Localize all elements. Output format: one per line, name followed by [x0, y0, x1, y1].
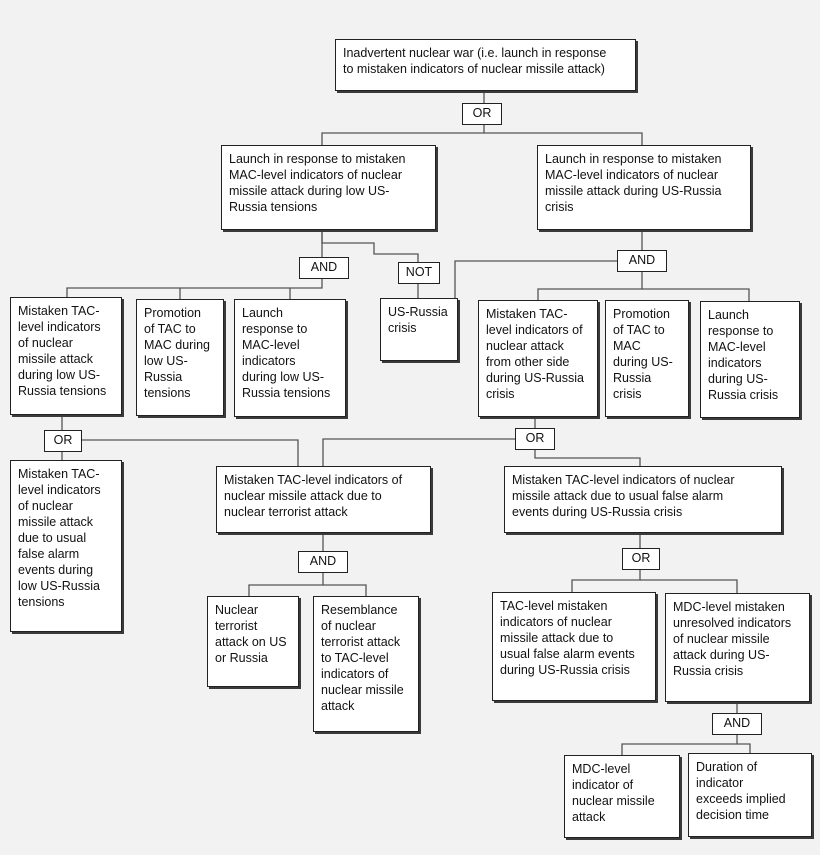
connector-line — [537, 272, 643, 300]
node-mistaken-tac-crisis: Mistaken TAC- level indicators of nuclea… — [478, 300, 598, 417]
connector-line — [322, 438, 515, 466]
gate-and-low-tensions: AND — [299, 257, 349, 279]
node-tac-mistaken-crisis: TAC-level mistaken indicators of nuclear… — [492, 592, 656, 701]
node-mdc-unresolved: MDC-level mistaken unresolved indicators… — [665, 593, 810, 702]
connector-line — [66, 279, 323, 297]
gate-not: NOT — [398, 262, 440, 284]
connector-line — [454, 260, 617, 298]
connector-line — [321, 230, 419, 262]
connector-line — [82, 439, 299, 466]
node-launch-crisis: Launch in response to mistaken MAC-level… — [537, 145, 751, 230]
gate-or-low-tensions: OR — [44, 430, 82, 452]
node-false-alarm-crisis: Mistaken TAC-level indicators of nuclear… — [504, 466, 782, 533]
gate-and-terrorist: AND — [298, 551, 348, 573]
node-duration: Duration of indicator exceeds implied de… — [688, 753, 812, 837]
gate-or-false-alarm: OR — [622, 548, 660, 570]
connector-line — [323, 584, 367, 596]
node-promotion-tac-mac-crisis: Promotion of TAC to MAC during US- Russi… — [605, 300, 689, 417]
node-promotion-tac-mac-low: Promotion of TAC to MAC during low US- R… — [136, 299, 224, 416]
connector-line — [642, 288, 750, 301]
node-nuclear-terrorist-attack: Nuclear terrorist attack on US or Russia — [207, 596, 299, 687]
connector-line — [621, 735, 738, 755]
node-terrorist-attack-indicators: Mistaken TAC-level indicators of nuclear… — [216, 466, 431, 533]
node-inadvertent-nuclear-war: Inadvertent nuclear war (i.e. launch in … — [335, 39, 636, 91]
connector-line — [640, 579, 738, 593]
connector-line — [737, 743, 751, 753]
node-false-alarm-low-tensions: Mistaken TAC- level indicators of nuclea… — [10, 460, 122, 632]
gate-or-crisis: OR — [515, 428, 555, 450]
node-mdc-indicator: MDC-level indicator of nuclear missile a… — [564, 755, 680, 838]
connector-line — [571, 570, 641, 592]
node-launch-response-crisis: Launch response to MAC-level indicators … — [700, 301, 800, 418]
connector-line — [484, 132, 643, 145]
node-launch-response-low: Launch response to MAC-level indicators … — [234, 299, 346, 417]
node-resemblance: Resemblance of nuclear terrorist attack … — [313, 596, 419, 732]
gate-and-mdc: AND — [712, 713, 762, 735]
node-us-russia-crisis: US-Russia crisis — [380, 298, 458, 361]
connector-line — [248, 573, 324, 596]
node-launch-low-tensions: Launch in response to mistaken MAC-level… — [221, 145, 436, 230]
gate-or-top: OR — [462, 103, 502, 125]
node-mistaken-tac-low-tensions: Mistaken TAC- level indicators of nuclea… — [10, 297, 122, 415]
gate-and-crisis: AND — [617, 250, 667, 272]
connector-line — [534, 450, 641, 466]
connector-line — [321, 125, 485, 145]
